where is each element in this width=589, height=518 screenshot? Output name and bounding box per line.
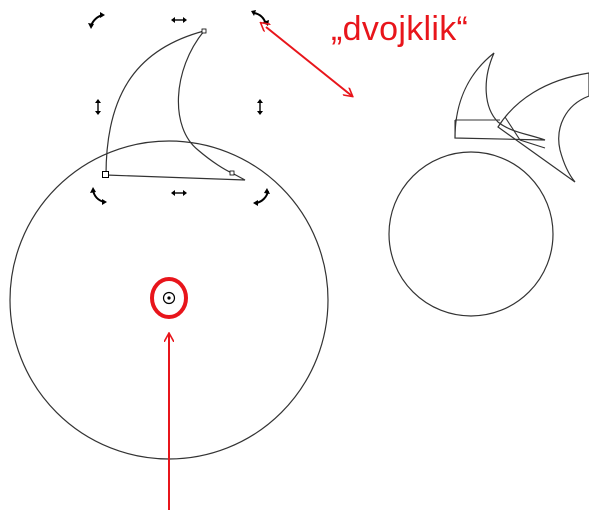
result-ear-shape-1 [454,52,546,141]
skew-vertical-icon[interactable] [95,99,101,115]
rotation-center-icon[interactable] [162,291,176,305]
skew-vertical-icon[interactable] [257,99,263,115]
rotate-arrow-icon[interactable] [253,188,270,206]
node-handle[interactable] [229,170,235,176]
double-click-label: „dvojklik“ [331,10,469,48]
rotation-center-highlight [150,277,188,319]
pointer-arrow-diagonal [266,27,352,96]
rotate-arrow-icon[interactable] [251,10,269,26]
skew-horizontal-icon[interactable] [171,17,187,23]
rotate-arrow-icon[interactable] [90,187,107,205]
skew-horizontal-icon[interactable] [171,190,187,196]
node-handle[interactable] [102,171,109,178]
rotate-arrow-icon[interactable] [88,12,105,29]
result-circle-shape [388,151,554,317]
result-drawing [388,52,589,317]
result-ear-shape-2 [497,72,589,183]
ear-shape-selected[interactable] [105,29,246,181]
node-handle[interactable] [201,28,207,34]
